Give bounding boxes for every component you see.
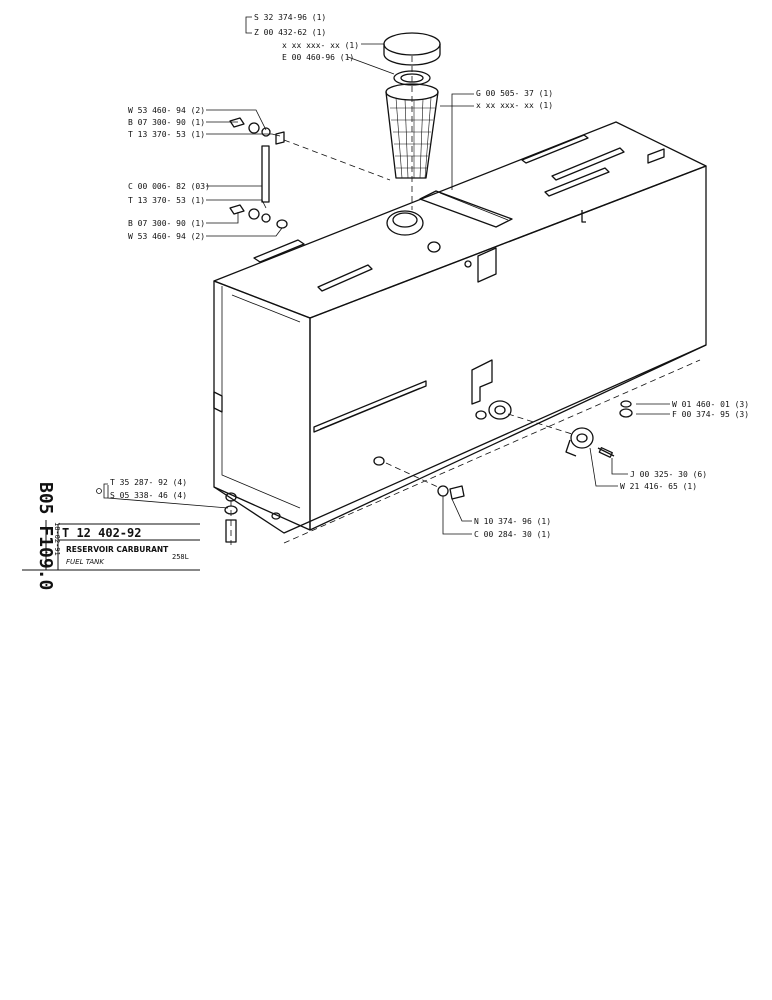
label-g-00505: G 00 505- 37 (1) xyxy=(476,89,553,98)
label-w-53460-upper: W 53 460- 94 (2) xyxy=(128,106,205,115)
label-z-00432: Z 00 432-62 (1) xyxy=(254,28,326,37)
label-b-07300-lower: B 07 300- 90 (1) xyxy=(128,219,205,228)
tank-top-details xyxy=(253,134,665,292)
label-t-35287: T 35 287- 92 (4) xyxy=(110,478,187,487)
capacity-label: 258L xyxy=(172,553,189,561)
page-code: B05 F109.0 xyxy=(35,482,56,590)
label-t-13370-upper: T 13 370- 53 (1) xyxy=(128,130,205,139)
label-f-00374: F 00 374- 95 (3) xyxy=(672,410,749,419)
label-c-00284: C 00 284- 30 (1) xyxy=(474,530,551,539)
title-block: B05 F109.0 18-02-91 T 12 402-92 RESERVOI… xyxy=(22,482,200,590)
label-n-10374: N 10 374- 96 (1) xyxy=(474,517,551,526)
title-french: RESERVOIR CARBURANT xyxy=(66,545,169,554)
label-w-53460-lower: W 53 460- 94 (2) xyxy=(128,232,205,241)
bracket-glyph xyxy=(96,483,108,499)
leader-lines xyxy=(107,16,670,535)
fuel-tank-body xyxy=(213,121,707,544)
drawing-date: 18-02-91 xyxy=(53,522,61,556)
label-w-21416: W 21 416- 65 (1) xyxy=(620,482,697,491)
label-s-32374: S 32 374-96 (1) xyxy=(254,13,326,22)
label-t-13370-lower: T 13 370- 53 (1) xyxy=(128,196,205,205)
label-filter-x: x xx xxx- xx (1) xyxy=(476,101,553,110)
label-j-00325: J 00 325- 30 (6) xyxy=(630,470,707,479)
filler-strainer xyxy=(385,83,439,179)
label-s-05338: S 05 338- 46 (4) xyxy=(110,491,187,500)
label-w-01460: W 01 460- 01 (3) xyxy=(672,400,749,409)
label-cap-x: x xx xxx- xx (1) xyxy=(282,41,359,50)
right-fittings xyxy=(565,400,633,458)
title-english: FUEL TANK xyxy=(66,558,105,566)
label-c-00006: C 00 006- 82 (03) xyxy=(128,182,210,191)
part-labels: S 32 374-96 (1) Z 00 432-62 (1) x xx xxx… xyxy=(110,13,749,539)
left-fastener-stack xyxy=(229,117,288,229)
label-e-00460: E 00 460-96 (1) xyxy=(282,53,354,62)
label-b-07300-upper: B 07 300- 90 (1) xyxy=(128,118,205,127)
part-number: T 12 402-92 xyxy=(62,526,141,540)
